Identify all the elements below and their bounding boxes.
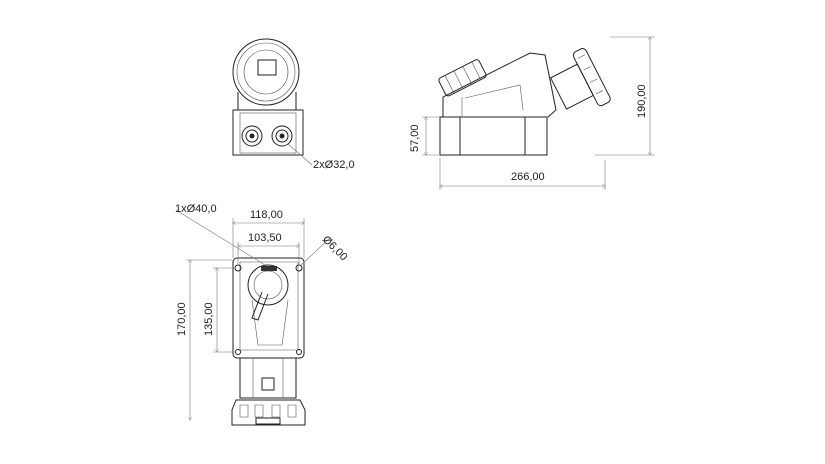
side-view: 57,00 190,00 266,00	[409, 37, 655, 190]
cable-entry-icon	[241, 125, 263, 147]
holes-label: 2xØ32,0	[313, 159, 355, 171]
hole-spacing-width-dim: 103,50	[248, 232, 282, 244]
front-view: 2xØ32,0	[232, 38, 355, 171]
outer-width-dim: 118,00	[250, 209, 283, 221]
entry-label: 1xØ40,0	[175, 203, 217, 215]
mount-hole-dim: Ø6,00	[320, 234, 350, 264]
total-height-dim: 170,00	[176, 302, 188, 336]
total-length-dim: 266,00	[511, 171, 545, 183]
total-height-dim: 190,00	[636, 84, 648, 118]
bottom-view: 1xØ40,0 118,00 103,50 Ø6,00 170,00 135,0…	[175, 203, 350, 426]
base-height-dim: 57,00	[409, 124, 421, 152]
hole-spacing-height-dim: 135,00	[203, 302, 215, 336]
